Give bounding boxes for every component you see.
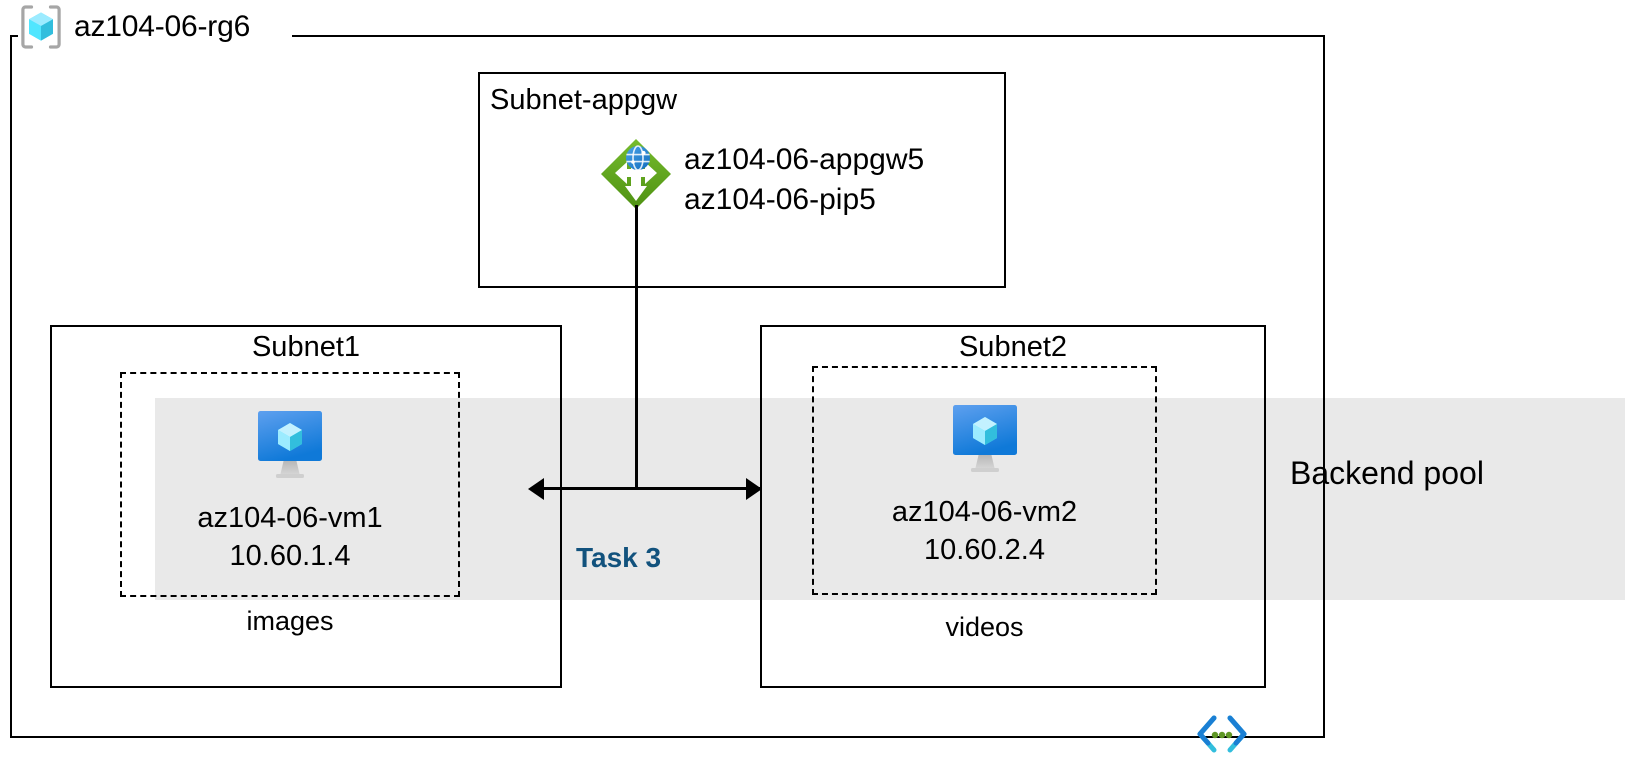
subnet1-box	[50, 325, 562, 688]
backend-pool-band	[155, 398, 1625, 600]
application-gateway-icon	[598, 136, 674, 212]
subnet2-app-label: videos	[945, 612, 1024, 642]
public-ip-resource-name: az104-06-pip5	[684, 182, 876, 216]
subnet1-title: Subnet1	[251, 331, 361, 363]
subnet2-box	[760, 325, 1266, 688]
resource-group-cube-icon	[18, 4, 64, 50]
vm2-labels: az104-06-vm2 10.60.2.4	[812, 494, 1157, 569]
connector-arrowhead-left	[528, 478, 544, 500]
subnet-appgw-box	[478, 72, 1006, 288]
vm1-labels: az104-06-vm1 10.60.1.4	[120, 500, 460, 575]
gateway-connector-horizontal	[540, 487, 762, 490]
task-3-annotation: Task 3	[576, 542, 662, 573]
application-gateway-labels: az104-06-appgw5 az104-06-pip5	[684, 140, 924, 220]
resource-group-header: az104-06-rg6	[18, 4, 257, 50]
virtual-machine-icon	[945, 400, 1025, 474]
subnet1-dashed-group	[120, 372, 460, 597]
appgw-resource-name: az104-06-appgw5	[684, 143, 925, 176]
subnet2-title: Subnet2	[958, 331, 1068, 363]
virtual-machine-icon	[250, 406, 330, 480]
virtual-network-icon	[1194, 714, 1250, 754]
vm1-ip: 10.60.1.4	[229, 539, 351, 572]
gateway-connector-vertical	[635, 205, 638, 488]
subnet2-dashed-group	[812, 366, 1157, 595]
vm2-ip: 10.60.2.4	[924, 533, 1045, 566]
resource-group-box	[10, 35, 1325, 738]
subnet1-app-label: images	[246, 606, 334, 636]
subnet-appgw-title: Subnet-appgw	[490, 84, 678, 116]
application-gateway-node	[598, 136, 674, 212]
connector-arrowhead-right	[746, 478, 762, 500]
resource-group-name: az104-06-rg6	[74, 10, 251, 43]
resource-group-top-border-left	[10, 35, 24, 37]
vm1-name: az104-06-vm1	[197, 502, 383, 534]
resource-group-top-border-right	[292, 35, 1325, 37]
vm2-name: az104-06-vm2	[891, 496, 1078, 528]
backend-pool-label: Backend pool	[1290, 455, 1484, 491]
